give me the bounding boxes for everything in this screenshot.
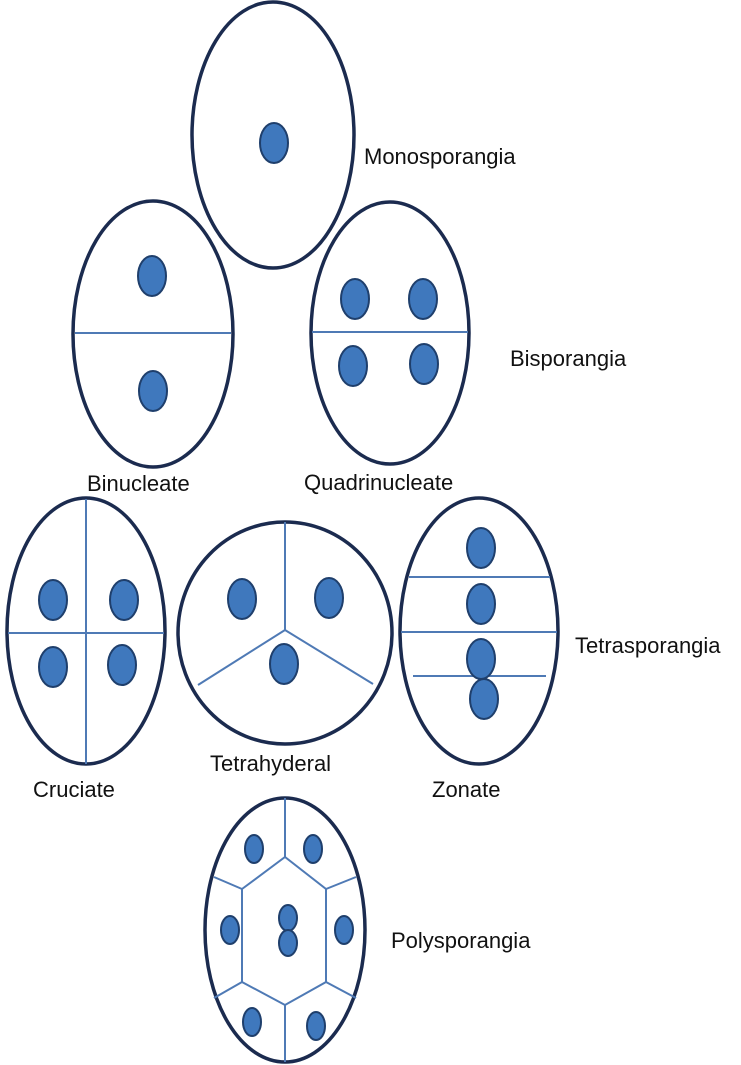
spore-nucleus [39,580,67,620]
spore-nucleus [307,1012,325,1040]
spore-nucleus [470,679,498,719]
label-tetrasporangia: Tetrasporangia [575,633,721,658]
label-tetrahyderal: Tetrahyderal [210,751,331,776]
spore-nucleus [221,916,239,944]
spore-nucleus [467,528,495,568]
spore-nucleus [245,835,263,863]
label-cruciate: Cruciate [33,777,115,802]
spore-nucleus [409,279,437,319]
spore-nucleus [108,645,136,685]
binucleate-sporangium [73,201,233,467]
spore-nucleus [335,916,353,944]
spore-nucleus [279,905,297,931]
spore-nucleus [279,930,297,956]
spore-nucleus [467,584,495,624]
spore-nucleus [243,1008,261,1036]
spore-nucleus [410,344,438,384]
polysporangium [205,798,365,1062]
spore-nucleus [315,578,343,618]
label-binucleate: Binucleate [87,471,190,496]
spore-nucleus [339,346,367,386]
cruciate-sporangium [7,498,165,764]
spore-nucleus [39,647,67,687]
label-monosporangia: Monosporangia [364,144,516,169]
label-zonate: Zonate [432,777,501,802]
label-bisporangia: Bisporangia [510,346,627,371]
spore-nucleus [260,123,288,163]
spore-nucleus [304,835,322,863]
spore-nucleus [270,644,298,684]
tetrahedral-sporangium [178,522,392,744]
quadrinucleate-sporangium [311,202,469,464]
monosporangium [192,2,354,268]
spore-nucleus [138,256,166,296]
spore-nucleus [228,579,256,619]
spore-nucleus [110,580,138,620]
zonate-sporangium [400,498,558,764]
label-polysporangia: Polysporangia [391,928,531,953]
spore-nucleus [467,639,495,679]
label-quadrinucleate: Quadrinucleate [304,470,453,495]
spore-nucleus [139,371,167,411]
spore-nucleus [341,279,369,319]
